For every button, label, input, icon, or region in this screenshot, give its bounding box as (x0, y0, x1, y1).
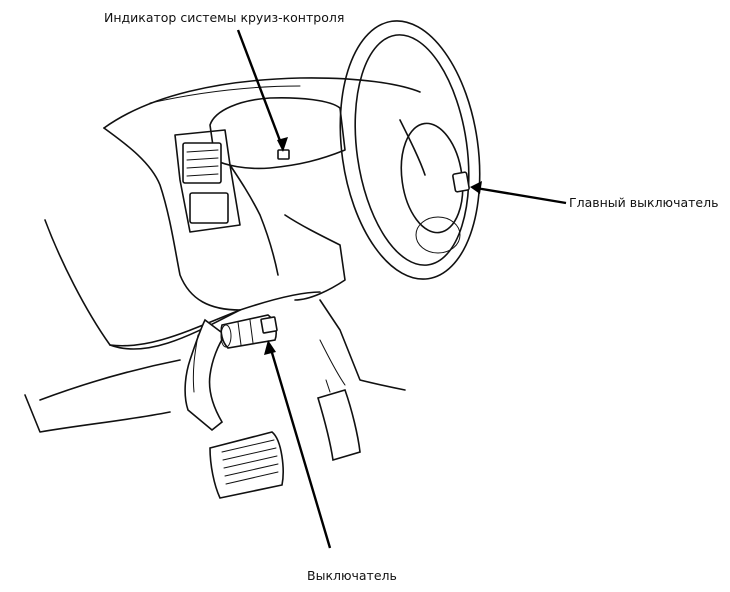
brake-pedal-arm (184, 318, 227, 432)
right-floor-panel (319, 299, 406, 391)
kick-panel (24, 394, 171, 433)
steering-wheel-rim-inner (354, 34, 470, 266)
brake-pedal-ribs (221, 439, 279, 485)
cruise-indicator-lamp (277, 149, 290, 160)
column-shroud (284, 214, 346, 301)
arrow-cruise-indicator (236, 29, 288, 152)
dashboard-lower-edge (109, 291, 321, 347)
arrow-main-switch (470, 181, 567, 205)
dashboard-left-body (103, 127, 241, 311)
floor-line (39, 359, 181, 401)
arrow-brake-switch (264, 340, 332, 549)
brake-pedal-pad (209, 431, 284, 499)
dashboard-top-edge (103, 77, 421, 129)
steering-wheel-rim-outer (339, 20, 481, 280)
brake-switch-label: Выключатель (307, 568, 397, 583)
cruise-indicator-label: Индикатор системы круиз-контроля (104, 10, 345, 25)
dash-lower-area (229, 164, 279, 276)
center-console (174, 129, 241, 233)
radio-panel (189, 192, 229, 224)
main-switch-button (452, 171, 470, 193)
dashboard-top-inner (149, 85, 301, 104)
main-switch-label: Главный выключатель (569, 195, 719, 210)
air-vent (182, 142, 222, 184)
accelerator-pedal (317, 389, 361, 462)
instrument-hood (209, 97, 346, 170)
